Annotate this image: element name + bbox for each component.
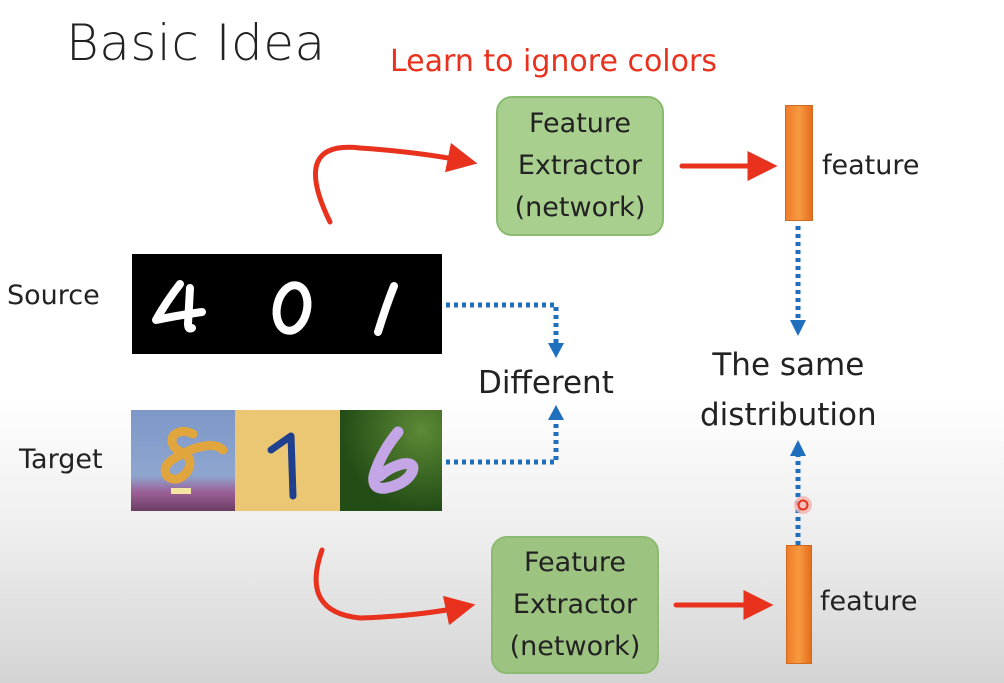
slide-subtitle: Learn to ignore colors xyxy=(390,44,717,79)
target-image xyxy=(131,410,442,511)
dotted-target-to-different xyxy=(446,418,559,465)
same-distribution-line2: distribution xyxy=(700,397,877,433)
same-distribution-label: The same distribution xyxy=(700,340,877,440)
extractor-top-line1: Feature xyxy=(528,108,632,139)
feature-extractor-bottom: Feature Extractor (network) xyxy=(491,536,659,674)
red-arrows xyxy=(313,142,778,626)
target-digit-1 xyxy=(267,432,297,500)
target-digit-8 xyxy=(160,426,228,494)
blue-arrowheads xyxy=(548,320,806,456)
arrowhead-feature-top-same xyxy=(790,320,806,336)
target-tile-2 xyxy=(235,410,340,511)
dotted-source-to-different xyxy=(446,302,559,346)
arrowhead-target-different xyxy=(548,405,564,420)
target-tile-3 xyxy=(340,410,442,511)
feature-extractor-top: Feature Extractor (network) xyxy=(496,96,664,236)
source-digits-drawing xyxy=(152,280,398,336)
arrowhead-feature-bottom-same xyxy=(790,440,806,456)
feature-bottom-label: feature xyxy=(820,586,918,617)
curved-arrow-source-to-extractor xyxy=(313,142,478,225)
feature-bar-top xyxy=(785,105,813,221)
extractor-bottom-line3: (network) xyxy=(509,631,641,662)
arrowhead-source-different xyxy=(548,343,564,358)
same-distribution-line1: The same xyxy=(712,347,865,383)
target-digit-6 xyxy=(368,426,419,494)
blue-dotted-lines xyxy=(446,226,801,545)
extractor-top-line3: (network) xyxy=(514,192,646,223)
feature-bar-bottom xyxy=(786,545,812,664)
feature-top-label: feature xyxy=(822,150,920,181)
source-label: Source xyxy=(7,280,100,311)
different-label: Different xyxy=(478,365,614,401)
curved-arrow-target-to-extractor xyxy=(313,547,476,626)
source-image xyxy=(132,254,442,354)
slide-title: Basic Idea xyxy=(66,14,326,72)
extractor-bottom-line1: Feature xyxy=(523,547,627,578)
target-label: Target xyxy=(19,444,103,475)
extractor-top-line2: Extractor xyxy=(517,150,643,181)
cursor-marker-icon xyxy=(794,496,812,514)
target-tile-1 xyxy=(131,410,235,511)
extractor-bottom-line2: Extractor xyxy=(512,589,638,620)
